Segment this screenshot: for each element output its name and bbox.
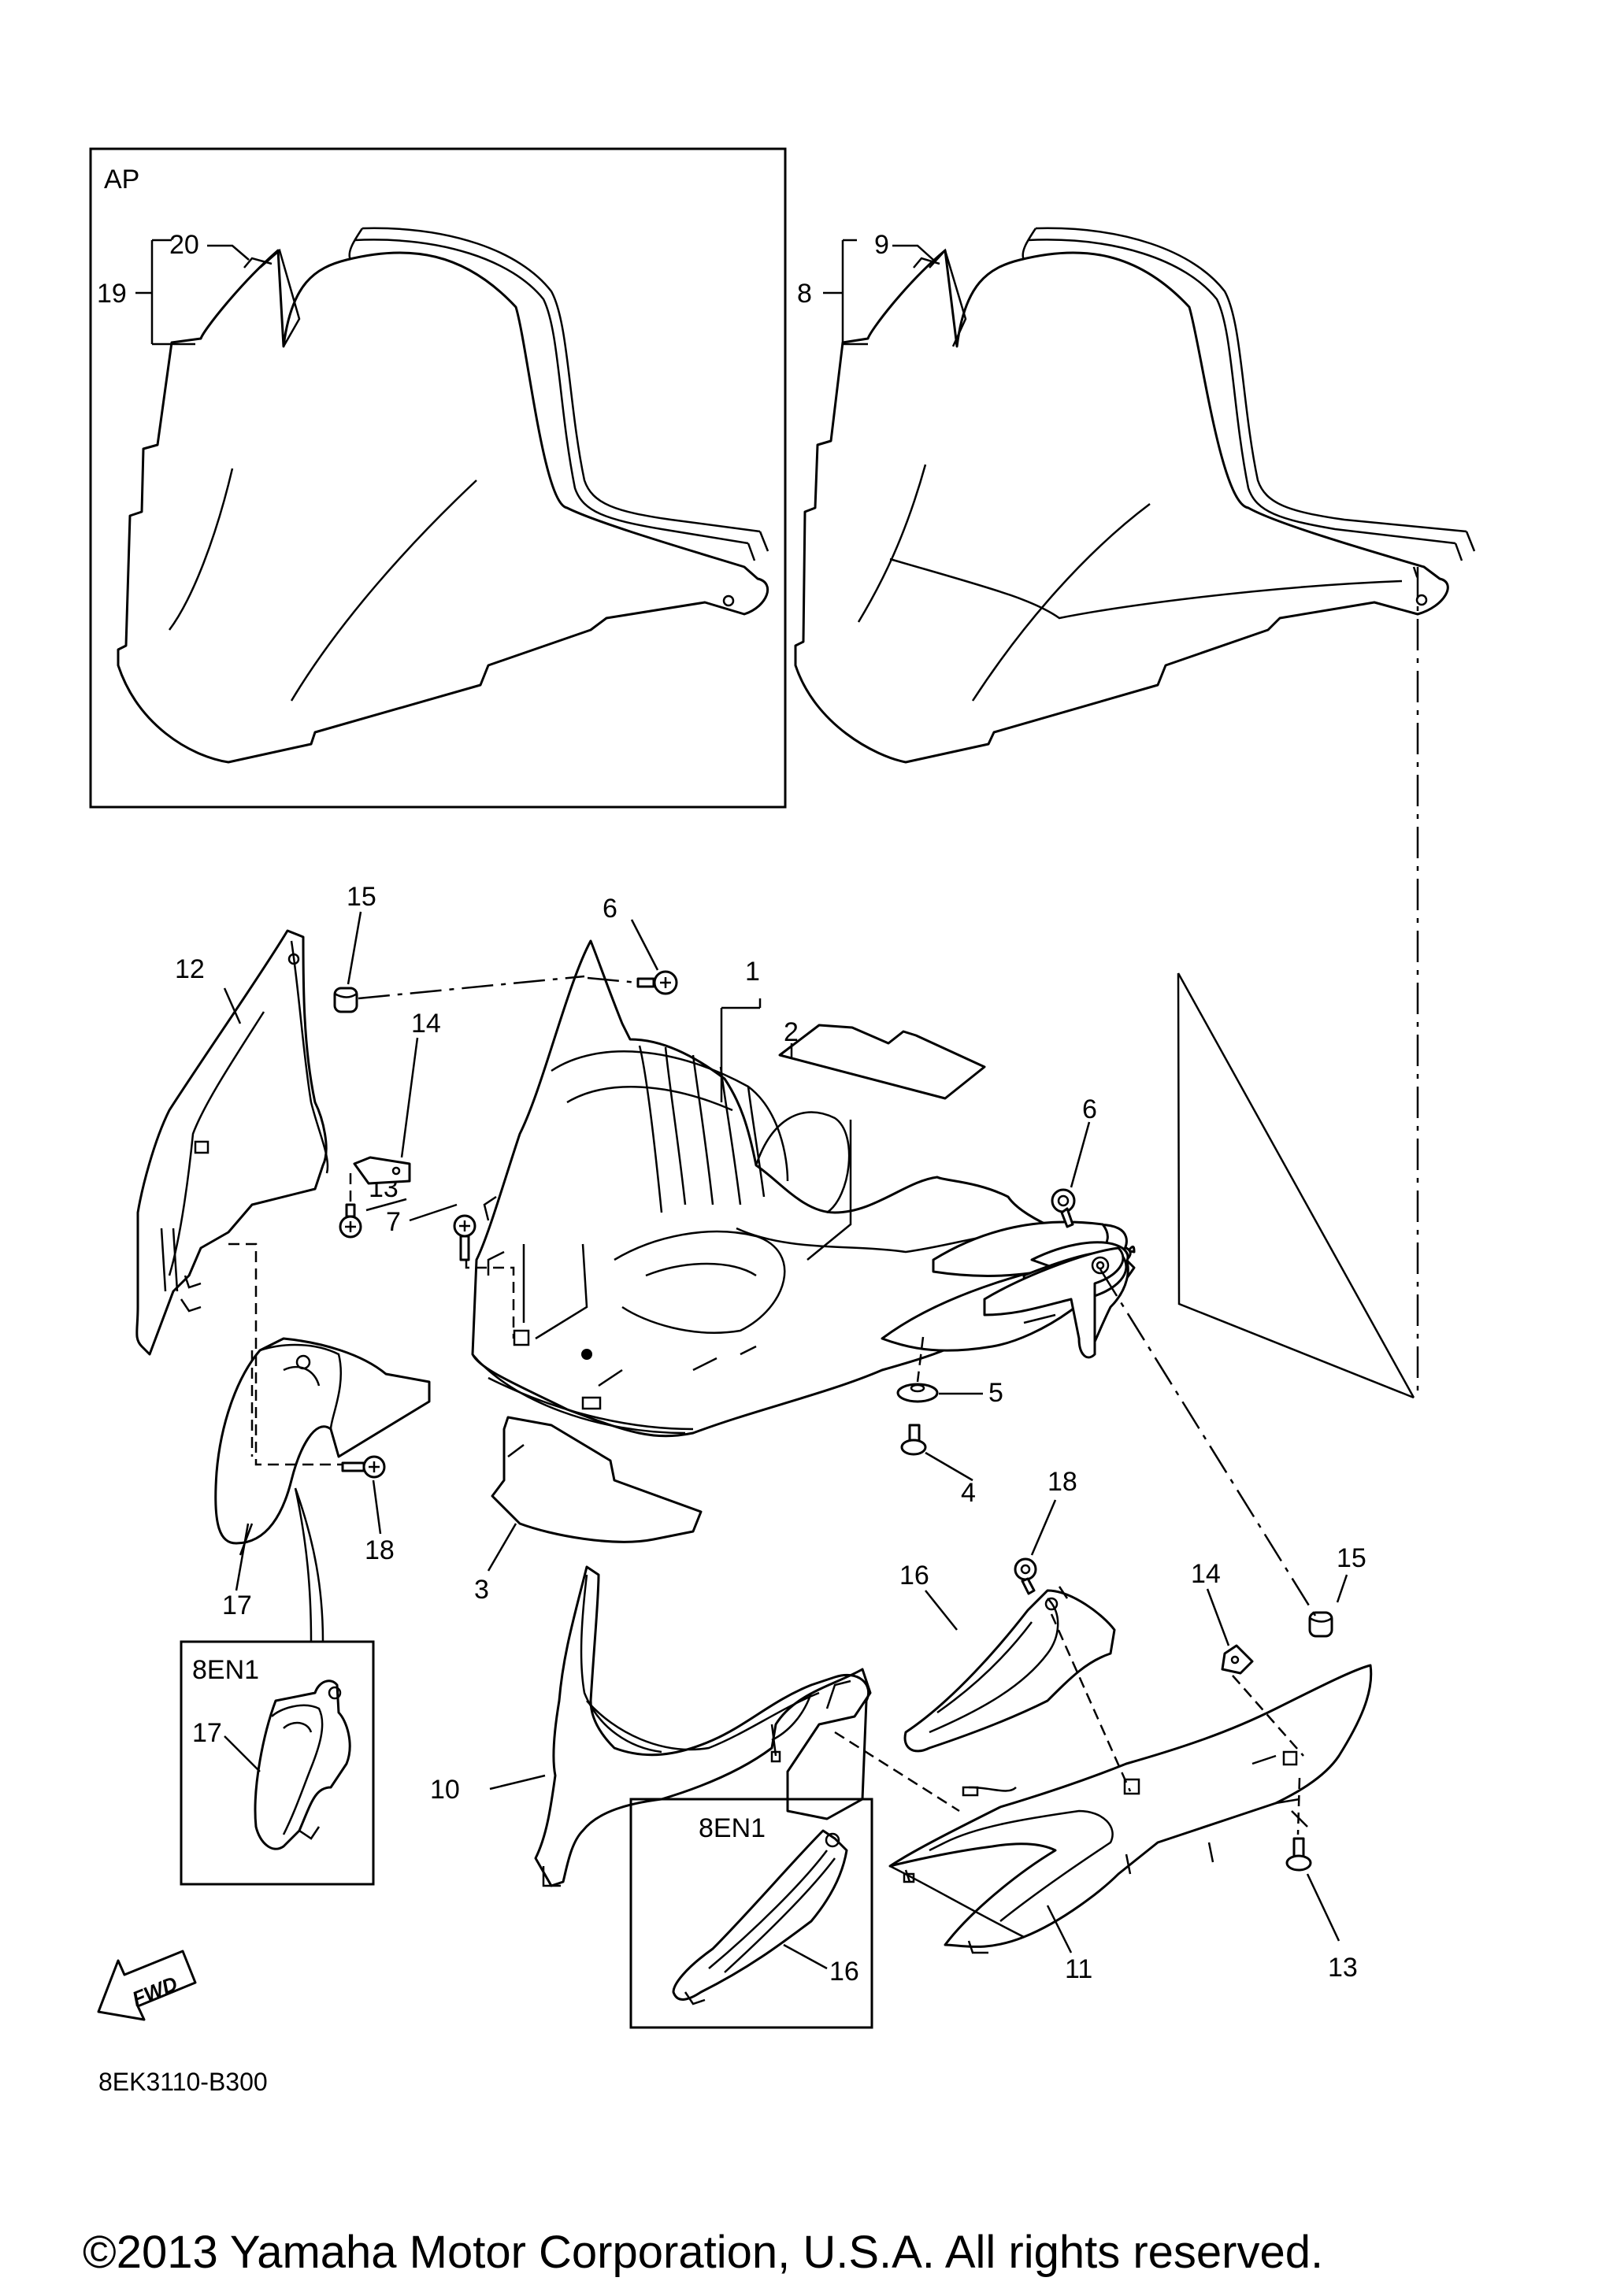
item-15-collar-right xyxy=(1308,1611,1333,1638)
inset-right-label: 8EN1 xyxy=(699,1813,766,1843)
callout-1: 1 xyxy=(745,957,760,987)
callout-2: 2 xyxy=(784,1017,799,1047)
front-cowling-body xyxy=(471,939,1136,1438)
callout-19: 19 xyxy=(97,279,127,309)
callout-18: 18 xyxy=(365,1535,395,1565)
item-18-screw-right xyxy=(1014,1557,1037,1595)
callout-6b: 6 xyxy=(1082,1094,1097,1124)
item-14-clip-right xyxy=(1221,1644,1254,1675)
callout-13b: 13 xyxy=(1328,1953,1358,1983)
item-5-grommet xyxy=(896,1383,939,1403)
callout-10: 10 xyxy=(430,1775,460,1805)
callout-5: 5 xyxy=(988,1378,1003,1408)
reference-zigzag xyxy=(1177,972,1415,1399)
item-7-screw xyxy=(453,1214,476,1261)
callout-3: 3 xyxy=(474,1575,489,1605)
item-17-inner-cover xyxy=(214,1337,431,1545)
inset-box-left xyxy=(180,1640,375,1886)
item-18-screw-left xyxy=(341,1455,386,1479)
item-16-inner-duct xyxy=(903,1586,1116,1753)
callout-8: 8 xyxy=(797,279,812,309)
callout-15b: 15 xyxy=(1337,1543,1366,1573)
callout-7: 7 xyxy=(386,1207,401,1237)
callout-6: 6 xyxy=(603,894,617,924)
item-10-under-cowl-left xyxy=(534,1565,872,1887)
item-3-under-panel xyxy=(491,1416,703,1543)
item-6-screw-top xyxy=(636,970,678,995)
ap-box-label: AP xyxy=(104,165,139,194)
windscreen-standard xyxy=(794,227,1476,764)
item-15-collar-left xyxy=(333,987,358,1013)
callout-16: 16 xyxy=(899,1561,929,1591)
inset-16-duct xyxy=(672,1829,848,2005)
callout-9: 9 xyxy=(874,230,889,260)
item-11-under-cowl-right xyxy=(888,1664,1373,1954)
copyright-notice: ©2013 Yamaha Motor Corporation, U.S.A. A… xyxy=(83,2227,1323,2278)
callout-18b: 18 xyxy=(1048,1467,1077,1497)
inset-left-label: 8EN1 xyxy=(192,1655,259,1685)
item-12-left-side-cowl xyxy=(135,929,329,1356)
callout-14b: 14 xyxy=(1191,1559,1221,1589)
callout-17: 17 xyxy=(222,1591,252,1620)
fwd-arrow-icon: FWD xyxy=(97,1950,197,2021)
item-2-label xyxy=(778,1024,986,1100)
callout-17b: 17 xyxy=(192,1718,222,1748)
inset-box-right xyxy=(629,1798,873,2029)
callout-11: 11 xyxy=(1065,1954,1092,1984)
inset-17-cover xyxy=(254,1679,351,1850)
callout-4: 4 xyxy=(961,1478,976,1508)
item-4-screw xyxy=(900,1424,927,1456)
callout-14: 14 xyxy=(411,1009,441,1039)
callout-12: 12 xyxy=(175,954,205,984)
callout-20: 20 xyxy=(169,230,199,260)
item-14-clip-left xyxy=(353,1156,411,1185)
item-6-screw-right xyxy=(1051,1188,1076,1228)
windscreen-ap xyxy=(117,227,769,764)
item-13-screw-left xyxy=(339,1203,362,1239)
cowling-right-stay xyxy=(983,1246,1125,1359)
diagram-code: 8EK3110-B300 xyxy=(98,2068,268,2096)
callout-15: 15 xyxy=(347,882,376,912)
item-13-screw-right xyxy=(1285,1837,1312,1872)
ap-option-box xyxy=(89,147,787,809)
callout-16b: 16 xyxy=(829,1957,859,1987)
